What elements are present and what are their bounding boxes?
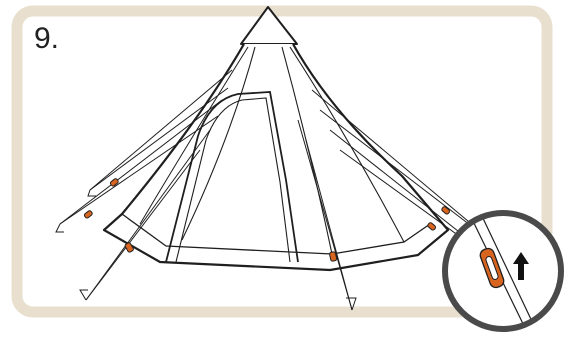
zoom-circle-icon — [445, 212, 561, 334]
step-number: 9. — [34, 22, 59, 56]
